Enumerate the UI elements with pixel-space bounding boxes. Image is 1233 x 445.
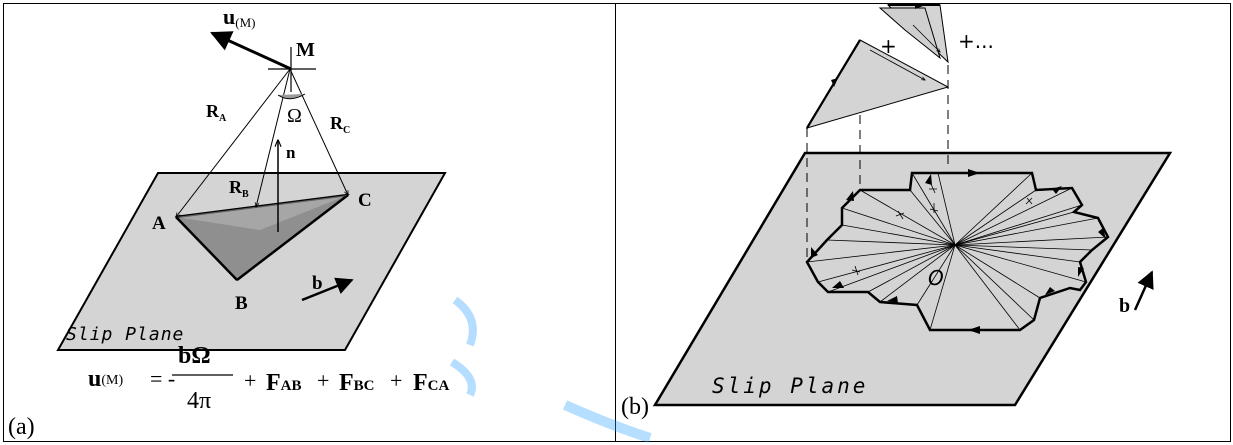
panel-label-a: (a) [8,414,35,440]
burgers-arrow-b [1133,270,1154,311]
edge-bc [236,194,349,281]
displacement-arrow [210,31,292,71]
svg-text:u(M): u(M) [88,366,123,392]
watermark [449,296,652,443]
origin-label: O [928,266,944,290]
ray-rb [256,68,291,207]
displacement-label: u(M) [223,4,255,30]
svg-text:FBC: FBC [339,370,375,396]
vertex-c-label: C [358,190,372,211]
ray-ra [176,68,291,217]
ray-a-label: RA [206,101,227,124]
svg-text:4π: 4π [187,388,211,414]
cross-marks [851,183,1033,276]
svg-text:FCA: FCA [413,370,450,396]
projection-lines [806,40,949,262]
formula: u(M) = - bΩ 4π + FAB + FBC + FCA [88,343,450,414]
ray-b-label: RB [229,177,249,200]
radial-lines [806,172,1109,331]
burgers-label-a: b [312,273,323,294]
ray-c-label: RC [330,113,350,136]
angle-label: Ω [287,105,302,127]
loop-arrows [811,169,1106,334]
vertex-a-label: A [152,213,166,234]
dislocation-loop [805,171,1110,332]
floating-triangle-back-2 [878,7,941,60]
solid-angle-arc [277,93,306,100]
right-panel: + +... [621,3,1173,420]
plus-label: + [880,34,897,58]
left-panel: u(M) M Ω n RA RB RC A B C b Slip Plane u… [8,4,450,440]
svg-text:+: + [390,368,402,393]
svg-text:+: + [317,368,329,393]
floating-triangle-main [805,39,950,129]
plus-more-label: +... [958,29,994,53]
burgers-arrow-a [301,277,354,302]
svg-text:FAB: FAB [266,370,302,396]
burgers-label-b: b [1119,295,1130,317]
svg-text:bΩ: bΩ [178,343,211,369]
normal-label: n [286,143,296,162]
point-m-label: M [296,39,315,61]
edge-ab [175,216,238,281]
slip-plane-label-a: Slip Plane [66,324,184,345]
panel-label-b: (b) [621,394,649,420]
vertex-b-label: B [235,293,248,314]
svg-text:= -: = - [150,366,175,391]
triangle-upper-face [176,195,348,230]
slip-plane-label-b: Slip Plane [712,374,868,398]
table-border [3,3,1231,442]
ray-rc [289,68,348,195]
svg-text:+: + [244,368,256,393]
